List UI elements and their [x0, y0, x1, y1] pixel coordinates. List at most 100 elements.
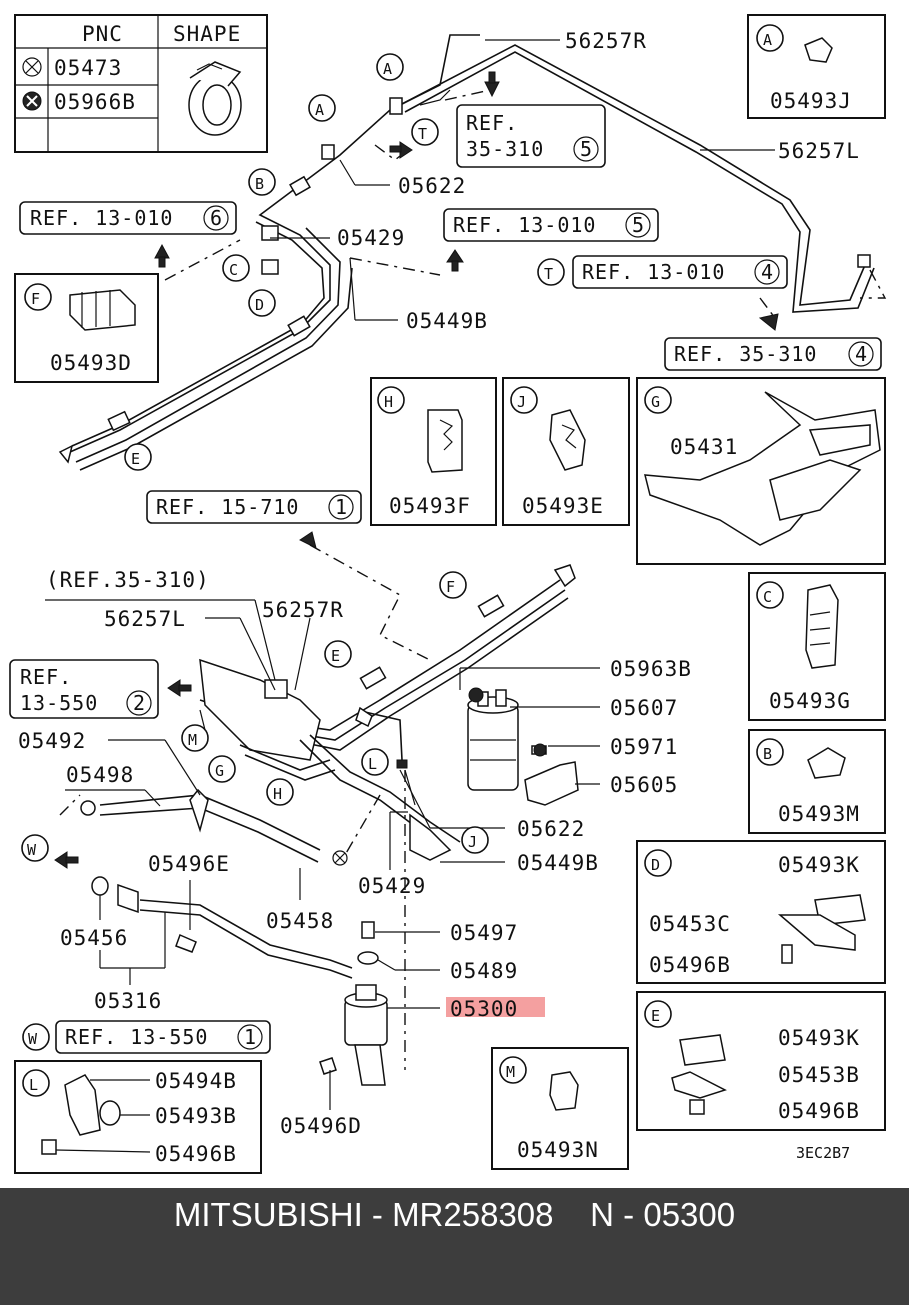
svg-text:05963B: 05963B — [610, 657, 692, 681]
svg-text:4: 4 — [761, 260, 774, 284]
svg-text:05449B: 05449B — [406, 309, 488, 333]
footer-text: MITSUBISHI - MR258308 N - 05300 — [173, 1196, 736, 1233]
inset-D: D 05493K 05453C 05496B — [636, 840, 886, 984]
svg-text:05498: 05498 — [66, 763, 134, 787]
svg-text:G: G — [215, 762, 224, 780]
svg-text:05493J: 05493J — [770, 89, 852, 113]
svg-text:G: G — [651, 393, 660, 411]
svg-text:05489: 05489 — [450, 959, 518, 983]
svg-text:REF. 13-010: REF. 13-010 — [30, 206, 173, 230]
svg-text:05456: 05456 — [60, 926, 128, 950]
svg-text:REF. 35-310: REF. 35-310 — [674, 342, 817, 366]
svg-text:56257L: 56257L — [104, 607, 186, 631]
circle-filled-icon — [22, 91, 42, 111]
svg-text:05453C: 05453C — [649, 912, 731, 936]
svg-text:1: 1 — [244, 1025, 257, 1049]
svg-text:F: F — [446, 578, 455, 596]
inset-C: C 05493G — [748, 572, 886, 721]
flow-arrow-icon — [58, 444, 74, 464]
svg-text:05496B: 05496B — [155, 1142, 237, 1166]
circle-x-icon — [332, 850, 348, 866]
svg-text:E: E — [331, 647, 340, 665]
svg-text:A: A — [315, 101, 324, 119]
svg-text:05429: 05429 — [358, 874, 426, 898]
svg-text:05607: 05607 — [610, 696, 678, 720]
ref-box-13-010-6: REF. 13-010 6 — [19, 201, 237, 235]
svg-text:05453B: 05453B — [778, 1063, 860, 1087]
svg-text:05496E: 05496E — [148, 852, 230, 876]
svg-text:05493B: 05493B — [155, 1104, 237, 1128]
pnc-table: PNC SHAPE 05473 05966B — [14, 14, 268, 153]
svg-text:E: E — [131, 450, 140, 468]
lower-assembly — [80, 564, 579, 1086]
svg-text:05493G: 05493G — [769, 689, 851, 713]
table-header-pnc: PNC — [82, 22, 123, 46]
svg-text:56257R: 56257R — [262, 598, 344, 622]
svg-text:05492: 05492 — [18, 729, 86, 753]
svg-text:05622: 05622 — [517, 817, 585, 841]
svg-text:05971: 05971 — [610, 735, 678, 759]
svg-text:W: W — [28, 1030, 38, 1048]
inset-E: E 05493K 05453B 05496B — [636, 991, 886, 1131]
svg-text:REF. 13-010: REF. 13-010 — [582, 260, 725, 284]
diagram-code: 3EC2B7 — [796, 1144, 850, 1162]
svg-text:05496B: 05496B — [778, 1099, 860, 1123]
table-header-shape: SHAPE — [173, 22, 241, 46]
svg-text:H: H — [273, 785, 282, 803]
svg-text:05493N: 05493N — [517, 1138, 599, 1162]
svg-text:05493K: 05493K — [778, 1026, 860, 1050]
svg-text:05605: 05605 — [610, 773, 678, 797]
highlight-05300 — [446, 997, 545, 1017]
svg-text:6: 6 — [210, 206, 223, 230]
svg-text:T: T — [418, 125, 427, 143]
svg-text:J: J — [517, 393, 526, 411]
svg-text:H: H — [384, 393, 393, 411]
svg-text:05493K: 05493K — [778, 853, 860, 877]
svg-text:13-550: 13-550 — [20, 691, 98, 715]
svg-text:05458: 05458 — [266, 909, 334, 933]
svg-text:05622: 05622 — [398, 174, 466, 198]
inset-L: L 05494B 05493B 05496B — [14, 1060, 262, 1174]
svg-text:05493M: 05493M — [778, 802, 860, 826]
svg-text:REF.: REF. — [466, 111, 518, 135]
inset-F: F 05493D — [14, 273, 159, 383]
svg-text:M: M — [188, 731, 197, 749]
svg-text:F: F — [31, 290, 40, 308]
callout-letters: A A B C D E F E G H L M J T T W W — [21, 53, 565, 1051]
svg-text:5: 5 — [580, 137, 593, 161]
svg-text:C: C — [763, 588, 772, 606]
svg-text:2: 2 — [133, 691, 146, 715]
svg-text:REF. 13-550: REF. 13-550 — [65, 1025, 208, 1049]
svg-text:05449B: 05449B — [517, 851, 599, 875]
svg-text:05494B: 05494B — [155, 1069, 237, 1093]
svg-text:35-310: 35-310 — [466, 137, 544, 161]
svg-text:A: A — [763, 31, 772, 49]
ref-box-13-010-5: REF. 13-010 5 — [443, 208, 659, 242]
svg-text:W: W — [27, 841, 37, 859]
inset-H: H 05493F — [370, 377, 497, 526]
inset-A: A 05493J — [747, 14, 886, 119]
table-row-pnc-05966B: 05966B — [54, 90, 136, 114]
svg-text:56257R: 56257R — [565, 29, 647, 53]
svg-text:05316: 05316 — [94, 989, 162, 1013]
svg-text:D: D — [255, 296, 264, 314]
ref-box-13-550-2: REF. 13-550 2 — [9, 659, 159, 719]
svg-text:05493E: 05493E — [522, 494, 604, 518]
table-row-pnc-05473: 05473 — [54, 56, 122, 80]
svg-text:L: L — [368, 755, 377, 773]
footer-bar — [0, 1188, 909, 1305]
part-number-05300: 05300 — [450, 997, 518, 1021]
svg-text:05497: 05497 — [450, 921, 518, 945]
ref-box-13-010-4: REF. 13-010 4 — [572, 255, 788, 289]
inset-J: J 05493E — [502, 377, 630, 526]
part-labels: 56257R 56257L 05622 05429 05449B (REF.35… — [18, 29, 860, 1162]
svg-text:D: D — [651, 856, 660, 874]
svg-text:T: T — [544, 265, 553, 283]
svg-text:56257L: 56257L — [778, 139, 860, 163]
ref-box-35-310-5: REF. 35-310 5 — [456, 104, 606, 168]
inset-B: B 05493M — [748, 729, 886, 834]
svg-text:J: J — [468, 833, 477, 851]
ref-box-15-710-1: REF. 15-710 1 — [146, 490, 362, 524]
svg-text:(REF.35-310): (REF.35-310) — [46, 568, 210, 592]
svg-text:5: 5 — [632, 213, 645, 237]
